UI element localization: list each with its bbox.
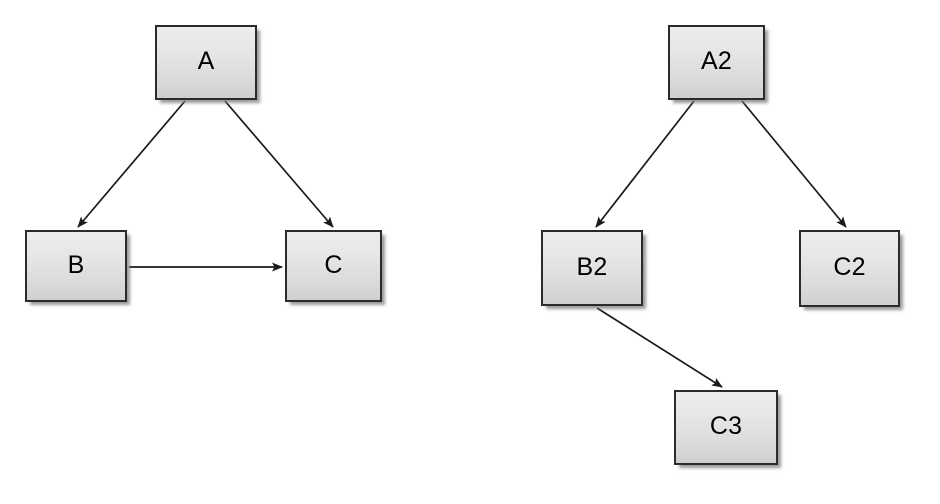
- node-b-label: B: [67, 250, 85, 279]
- node-a-label: A: [197, 47, 215, 75]
- node-c2[interactable]: C2: [799, 230, 900, 307]
- node-c3[interactable]: C3: [674, 390, 778, 465]
- edges-group: [77, 100, 847, 388]
- edge-a-b: [77, 100, 186, 228]
- node-b[interactable]: B: [25, 230, 127, 302]
- node-b2-label: B2: [576, 252, 608, 281]
- node-c[interactable]: C: [285, 230, 382, 302]
- node-b2[interactable]: B2: [541, 230, 643, 306]
- node-a[interactable]: A: [155, 25, 257, 100]
- node-a2[interactable]: A2: [668, 25, 765, 100]
- edge-b2-c3: [596, 307, 723, 388]
- edge-a2-b2: [595, 100, 695, 228]
- node-c-label: C: [324, 250, 343, 279]
- node-a2-label: A2: [701, 47, 732, 75]
- node-c3-label: C3: [709, 412, 743, 440]
- edge-a2-c2: [741, 100, 847, 228]
- edge-a-c: [224, 100, 334, 228]
- node-c2-label: C2: [833, 253, 866, 281]
